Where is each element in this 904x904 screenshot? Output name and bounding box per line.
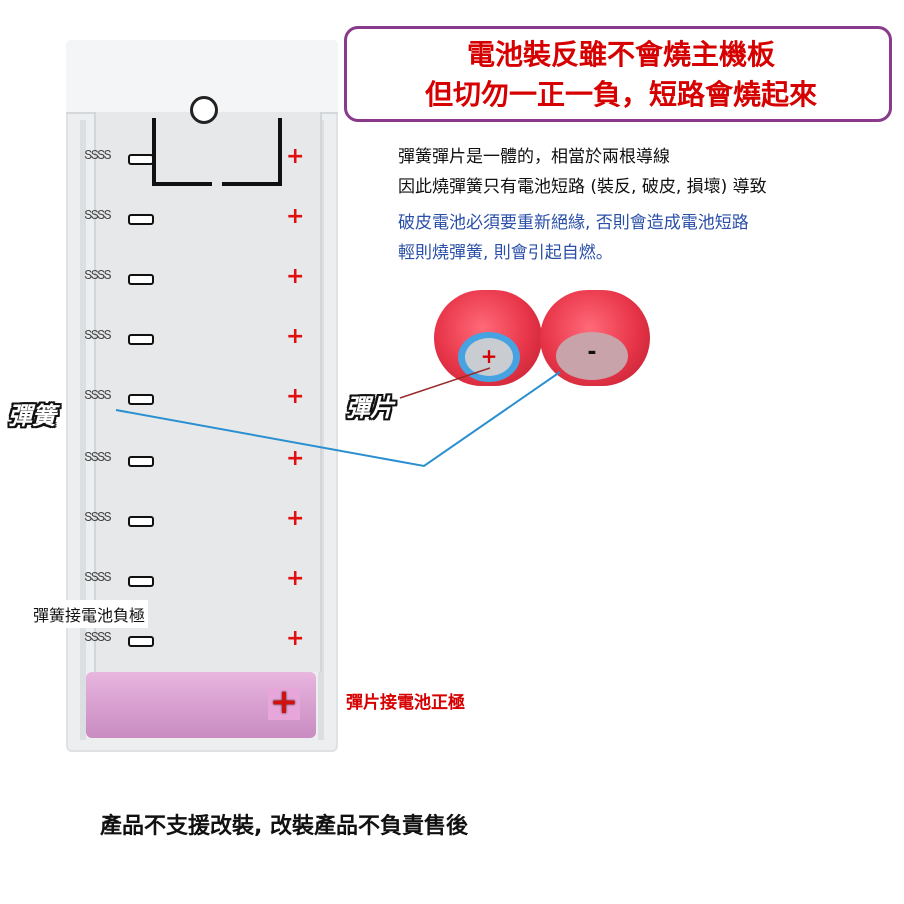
label-tab: 彈片 (346, 394, 394, 422)
positive-terminal-mark: + (286, 204, 305, 229)
spring-coil: ՏՏՏՏ (84, 148, 112, 162)
warning-line-1: 電池裝反雖不會燒主機板 (466, 38, 775, 71)
positive-terminal-mark: + (286, 626, 305, 651)
left-rail (80, 120, 86, 740)
cell-positive-mark: + (480, 344, 498, 368)
positive-terminal-mark: + (286, 144, 305, 169)
negative-terminal (128, 456, 154, 467)
spring-coil: ՏՏՏՏ (84, 630, 112, 644)
positive-terminal-mark: + (286, 324, 305, 349)
spring-coil: ՏՏՏՏ (84, 510, 112, 524)
battery-plus-pad (268, 688, 300, 720)
label-spring: 彈簧 (8, 402, 56, 430)
negative-terminal (128, 576, 154, 587)
tab-pointer-line (399, 367, 491, 399)
spring-coil: ՏՏՏՏ (84, 268, 112, 282)
footer-notice: 產品不支援改裝, 改裝產品不負責售後 (100, 814, 469, 839)
pcb-bracket-right (222, 118, 282, 186)
negative-terminal (128, 154, 154, 165)
spring-coil: ՏՏՏՏ (84, 570, 112, 584)
negative-terminal (128, 274, 154, 285)
pcb-bracket-left (152, 118, 212, 186)
negative-terminal (128, 394, 154, 405)
negative-terminal (128, 636, 154, 647)
explanation-line-3: 破皮電池必須要重新絕緣, 否則會造成電池短路 (398, 213, 749, 233)
warning-line-2: 但切勿一正一負，短路會燒起來 (424, 78, 817, 111)
positive-terminal-mark: + (286, 384, 305, 409)
explanation-line-2: 因此燒彈簧只有電池短路 (裝反, 破皮, 損壞) 導致 (398, 177, 767, 197)
negative-terminal (128, 516, 154, 527)
explanation-line-4: 輕則燒彈簧, 則會引起自燃。 (398, 243, 613, 263)
spring-coil: ՏՏՏՏ (84, 208, 112, 222)
screw-hole (190, 96, 218, 124)
positive-terminal-mark: + (286, 446, 305, 471)
spring-to-tab-line (115, 371, 561, 468)
cell-positive-cap (465, 338, 513, 376)
spring-coil: ՏՏՏՏ (84, 328, 112, 342)
label-tab-positive: 彈片接電池正極 (346, 693, 465, 713)
negative-terminal (128, 334, 154, 345)
positive-terminal-mark: + (286, 506, 305, 531)
label-spring-negative: 彈簧接電池負極 (30, 600, 149, 628)
spring-coil: ՏՏՏՏ (84, 388, 112, 402)
warning-box: 電池裝反雖不會燒主機板 但切勿一正一負，短路會燒起來 (344, 26, 892, 122)
cell-negative-cap (556, 332, 628, 380)
positive-terminal-mark: + (286, 566, 305, 591)
spring-coil: ՏՏՏՏ (84, 450, 112, 464)
cell-negative-mark: - (587, 340, 597, 365)
positive-terminal-mark: + (286, 264, 305, 289)
battery-plus-mark: + (269, 682, 299, 722)
explanation-line-1: 彈簧彈片是一體的，相當於兩根導線 (398, 147, 670, 167)
negative-terminal (128, 214, 154, 225)
